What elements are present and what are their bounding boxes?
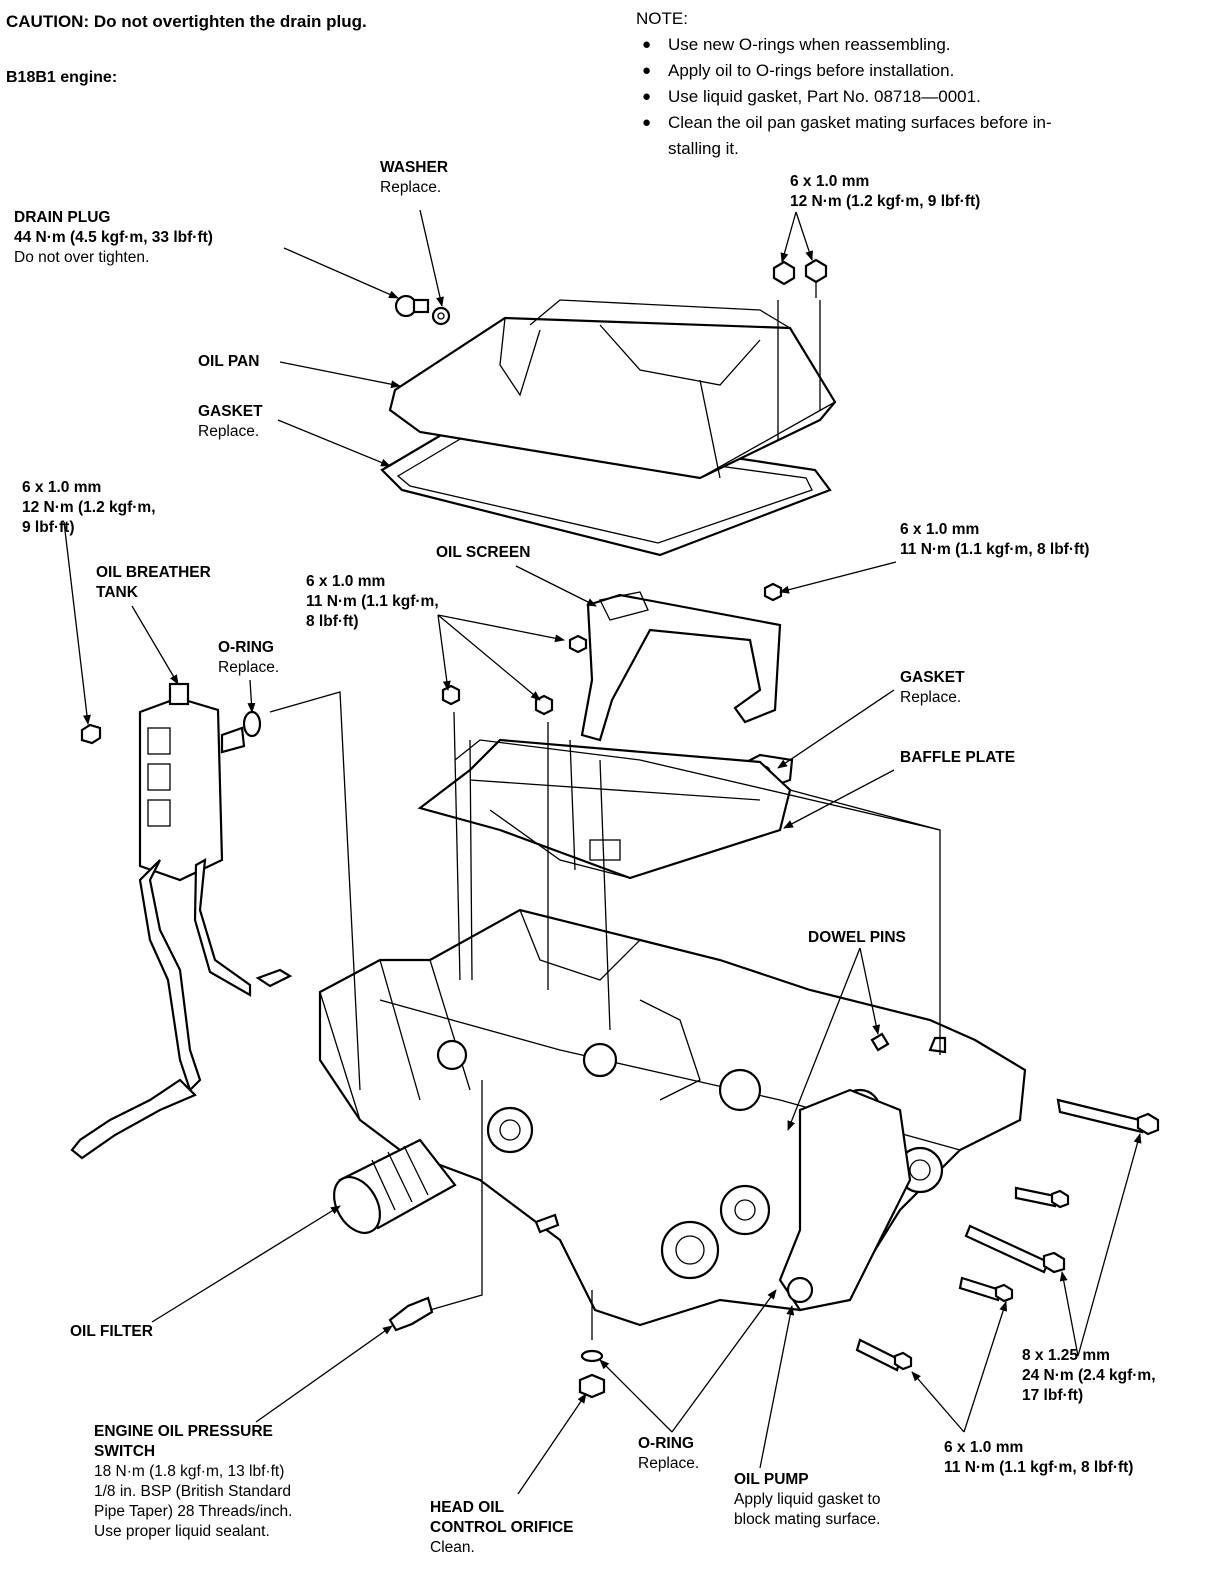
o-ring-top-label: O-RING Replace.: [218, 639, 280, 676]
guide-lines: [269, 691, 941, 1340]
note-item: Use new O-rings when reassembling.: [636, 32, 1052, 58]
screen-gasket-label: GASKET Replace.: [900, 669, 965, 706]
leader-lines: [63, 209, 1142, 1495]
pump-bolt-small-spec: 6 x 1.0 mm 11 N·m (1.1 kgf·m, 8 lbf·ft): [944, 1439, 1134, 1476]
oil-pan-label: OIL PAN: [198, 353, 260, 370]
drain-plug: [394, 294, 451, 326]
oil-filter-label: OIL FILTER: [70, 1323, 153, 1340]
pressure-switch-label: ENGINE OIL PRESSURE SWITCH 18 N·m (1.8 k…: [94, 1423, 293, 1540]
oil-screen: [568, 582, 783, 742]
orifice-label: HEAD OIL CONTROL ORIFICE Clean.: [430, 1499, 574, 1556]
note-item: Apply oil to O-rings before installation…: [636, 58, 1052, 84]
baffle-bolt-spec: 6 x 1.0 mm 11 N·m (1.1 kgf·m, 8 lbf·ft): [306, 573, 439, 630]
note-title: NOTE:: [636, 9, 688, 28]
o-ring-bottom-label: O-RING Replace.: [638, 1435, 700, 1472]
pan-bolts: [772, 258, 828, 440]
pressure-switch: [388, 1296, 434, 1332]
note-item: Clean the oil pan gasket mating surfaces…: [636, 110, 1052, 162]
engine-block: [318, 908, 1027, 1327]
note-block: NOTE: Use new O-rings when reassembling.…: [636, 6, 1052, 162]
note-item: Use liquid gasket, Part No. 08718—0001.: [636, 84, 1052, 110]
oil-pump-label: OIL PUMP Apply liquid gasket to block ma…: [734, 1471, 881, 1528]
note-list: Use new O-rings when reassembling. Apply…: [636, 32, 1052, 162]
orifice: [578, 1349, 606, 1399]
pan-gasket-label: GASKET Replace.: [198, 403, 263, 440]
baffle-bolts: [441, 684, 554, 716]
oil-pan: [388, 299, 837, 480]
screen-bolt-spec: 6 x 1.0 mm 11 N·m (1.1 kgf·m, 8 lbf·ft): [900, 521, 1090, 558]
washer-label: WASHER Replace.: [380, 159, 449, 196]
breather-bolt-spec: 6 x 1.0 mm 12 N·m (1.2 kgf·m, 9 lbf·ft): [22, 479, 156, 536]
oil-pump: [778, 1088, 912, 1312]
oil-filter: [332, 1138, 457, 1234]
breather-tank-label: OIL BREATHER TANK: [96, 564, 211, 601]
baffle-plate: [417, 738, 792, 880]
engine-label: B18B1 engine:: [6, 69, 118, 86]
caution-text: CAUTION: Do not overtighten the drain pl…: [6, 12, 367, 31]
pump-bolts: [534, 1098, 1160, 1372]
oil-screen-label: OIL SCREEN: [436, 544, 531, 561]
breather-tank: [70, 682, 293, 1160]
pump-bolt-large-spec: 8 x 1.25 mm 24 N·m (2.4 kgf·m, 17 lbf·ft…: [1022, 1347, 1156, 1404]
baffle-plate-label: BAFFLE PLATE: [900, 749, 1016, 766]
drain-plug-label: DRAIN PLUG 44 N·m (4.5 kgf·m, 33 lbf·ft)…: [14, 209, 213, 266]
dowel-pins-label: DOWEL PINS: [808, 929, 906, 946]
pan-bolt-spec: 6 x 1.0 mm 12 N·m (1.2 kgf·m, 9 lbf·ft): [790, 173, 981, 210]
